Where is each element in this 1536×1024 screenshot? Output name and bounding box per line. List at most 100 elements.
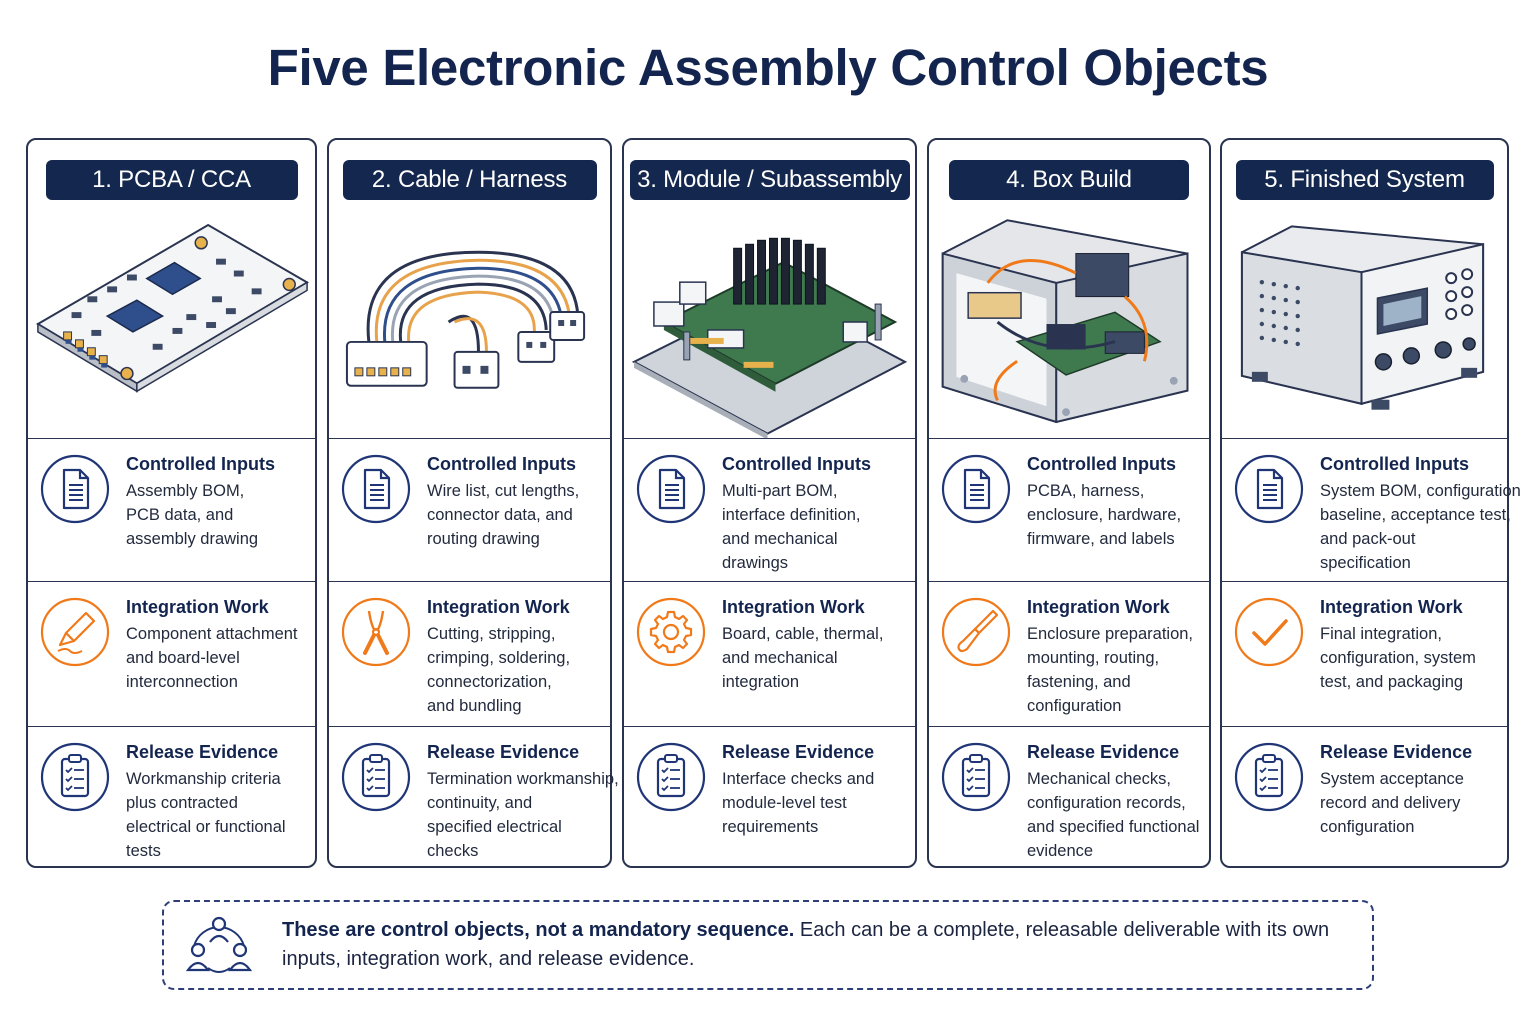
section-body-line: and mechanical	[722, 530, 838, 548]
section-body-line: fastening, and	[1027, 673, 1131, 691]
section-body-line: electrical or functional	[126, 818, 286, 836]
section-title: Integration Work	[427, 597, 570, 617]
section-title: Integration Work	[1027, 597, 1170, 617]
section-body-line: and bundling	[427, 697, 522, 715]
section-body-line: evidence	[1027, 842, 1094, 860]
footer-text: These are control objects, not a mandato…	[282, 916, 1352, 974]
section-divider	[329, 581, 610, 582]
section-body-line: firmware, and labels	[1027, 530, 1175, 548]
box-build-illustration	[929, 212, 1209, 438]
section-title: Release Evidence	[427, 742, 580, 762]
section-body-line: specified electrical	[427, 818, 562, 836]
section-body-line: PCB data, and	[126, 506, 234, 524]
section-body-line: and pack-out	[1320, 530, 1416, 548]
column-header: 5. Finished System	[1235, 160, 1494, 200]
section-title: Integration Work	[722, 597, 865, 617]
section-body-line: System BOM, configuration	[1320, 482, 1521, 500]
section-body-line: configuration	[1027, 697, 1122, 715]
section-body: PCBA, harness,enclosure, hardware,firmwa…	[1027, 479, 1203, 551]
section-body-line: record and delivery	[1320, 794, 1461, 812]
section-body-line: Cutting, stripping,	[427, 625, 556, 643]
section-divider	[929, 438, 1209, 439]
section-body-line: connectorization,	[427, 673, 552, 691]
footer-bold: These are control objects, not a mandato…	[282, 919, 795, 941]
column-header: 3. Module / Subassembly	[629, 160, 910, 200]
section-body-line: requirements	[722, 818, 819, 836]
footer-note: These are control objects, not a mandato…	[162, 900, 1374, 990]
section-body-line: specification	[1320, 554, 1411, 572]
column-2: 2. Cable / Harness Controlle	[327, 138, 619, 868]
document-icon	[1234, 454, 1304, 524]
section-body-line: Enclosure preparation,	[1027, 625, 1194, 643]
section-body-line: Termination workmanship,	[427, 770, 619, 788]
section-body-line: crimping, soldering,	[427, 649, 571, 667]
section-title: Release Evidence	[1027, 742, 1180, 762]
section-body-line: routing drawing	[427, 530, 540, 548]
section-body-line: and mechanical	[722, 649, 838, 667]
checkmark-icon	[1234, 597, 1304, 667]
section-divider	[1222, 438, 1507, 439]
section-divider	[929, 581, 1209, 582]
module-subassembly-illustration	[624, 212, 915, 440]
soldering-iron-icon	[40, 597, 110, 667]
column-header: 4. Box Build	[949, 160, 1189, 200]
checklist-clipboard-icon	[341, 742, 411, 812]
section-body-line: continuity, and	[427, 794, 533, 812]
section-divider	[1222, 726, 1507, 727]
column-header: 1. PCBA / CCA	[45, 160, 298, 200]
section-divider	[329, 438, 610, 439]
section-body-line: tests	[126, 842, 161, 860]
section-body-line: assembly drawing	[126, 530, 259, 548]
section-title: Controlled Inputs	[126, 454, 275, 474]
section-body-line: checks	[427, 842, 479, 860]
section-body-line: Component attachment	[126, 625, 298, 643]
section-divider	[329, 726, 610, 727]
footer-rest: Each can be a complete, releasable deliv…	[282, 919, 1330, 970]
section-body: Cutting, stripping, crimping, soldering, c…	[427, 622, 604, 718]
section-title: Release Evidence	[126, 742, 279, 762]
cable-harness-illustration	[329, 212, 610, 438]
section-body: Mechanical checks,configuration records,…	[1027, 767, 1203, 863]
section-body-line: enclosure, hardware,	[1027, 506, 1182, 524]
section-body-line: mounting, routing,	[1027, 649, 1160, 667]
screwdriver-icon	[941, 597, 1011, 667]
section-body-line: connector data, and	[427, 506, 573, 524]
section-title: Controlled Inputs	[722, 454, 871, 474]
section-divider	[624, 726, 915, 727]
document-icon	[40, 454, 110, 524]
section-title: Release Evidence	[722, 742, 875, 762]
finished-system-illustration	[1222, 212, 1507, 438]
section-body: Wire list, cut lengths, connector data, a…	[427, 479, 604, 551]
section-body-line: configuration records,	[1027, 794, 1186, 812]
section-title: Controlled Inputs	[1320, 454, 1469, 474]
section-body-line: Workmanship criteria	[126, 770, 281, 788]
section-body-line: configuration	[1320, 818, 1415, 836]
document-icon	[636, 454, 706, 524]
section-body-line: Wire list, cut lengths,	[427, 482, 580, 500]
section-title: Integration Work	[1320, 597, 1463, 617]
section-body-line: interface definition,	[722, 506, 861, 524]
section-divider	[28, 581, 315, 582]
section-title: Controlled Inputs	[427, 454, 576, 474]
section-body-line: Interface checks and	[722, 770, 875, 788]
section-body-line: integration	[722, 673, 800, 691]
